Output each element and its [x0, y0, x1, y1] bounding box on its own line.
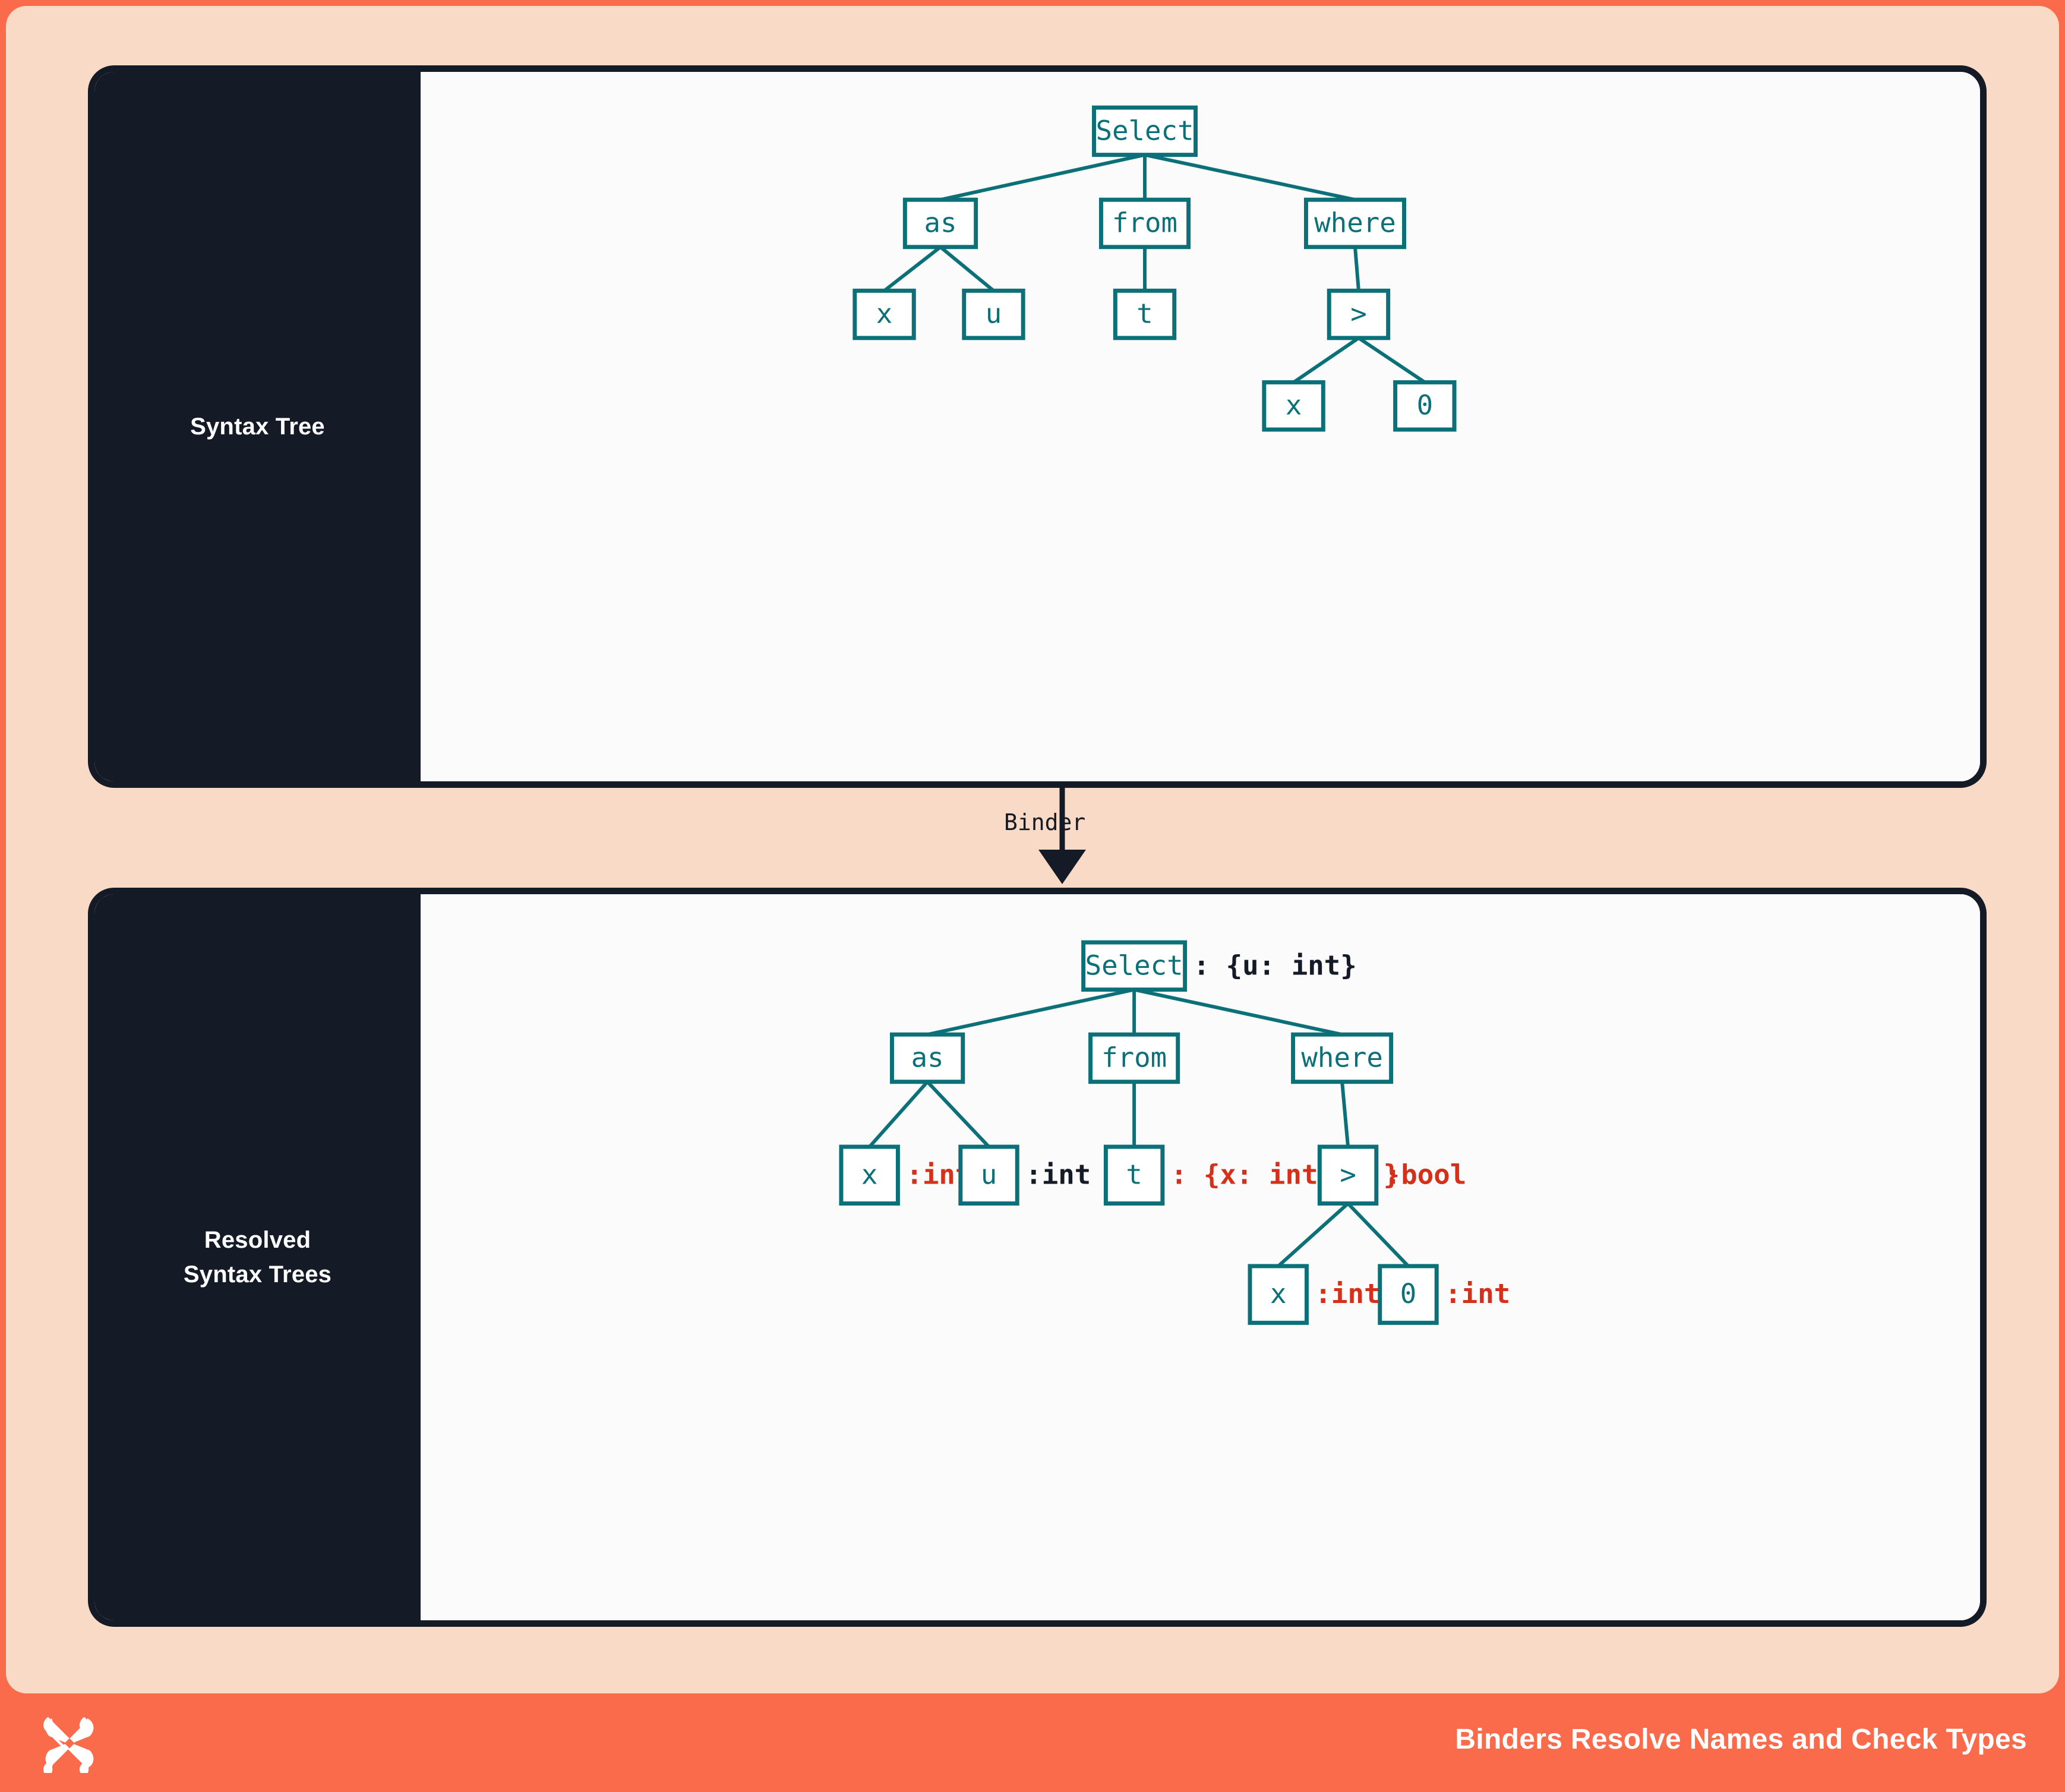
resolved-sidebar-line1: Resolved	[204, 1227, 311, 1253]
tree-node-box	[958, 1144, 1019, 1206]
tree-node-box	[1113, 288, 1177, 340]
tree-node-as[interactable]: as	[902, 197, 978, 250]
tree-node-x2[interactable]: x	[1262, 380, 1325, 432]
tree-node-label: where	[1314, 207, 1396, 238]
tree-node-type-annotation: :bool	[1385, 1159, 1467, 1190]
syntax-tree-graph: Select as from where x u t > x 0	[852, 105, 1457, 432]
tree-node-where[interactable]: where	[1291, 1032, 1394, 1084]
binder-label: Binder	[1004, 809, 1086, 835]
tree-node-select[interactable]: Select	[1092, 105, 1198, 157]
tree-edge	[1133, 988, 1343, 1037]
tree-node-box	[1081, 940, 1188, 992]
tree-node-label: x	[1270, 1278, 1287, 1310]
tree-node-label: as	[911, 1042, 944, 1073]
tree-node-zero[interactable]: 0	[1393, 380, 1457, 432]
tree-node-box	[962, 288, 1025, 340]
tree-node-gt[interactable]: > :bool	[1317, 1144, 1467, 1206]
tree-node-label: u	[981, 1159, 997, 1190]
tree-node-u[interactable]: u	[962, 288, 1025, 340]
tree-node-label: Select	[1085, 949, 1183, 981]
binder-connector	[88, 788, 1987, 888]
footer-bar: Binders Resolve Names and Check Types	[0, 1693, 2065, 1792]
tree-node-label: >	[1340, 1159, 1356, 1190]
tree-edge	[940, 153, 1145, 202]
syntax-tree-sidebar: Syntax Tree	[94, 72, 421, 781]
tree-node-label: as	[924, 207, 956, 238]
footer-title: Binders Resolve Names and Check Types	[1455, 1724, 2027, 1755]
tree-node-label: x	[876, 298, 893, 330]
tree-edge	[883, 245, 942, 292]
tree-node-label: 0	[1400, 1278, 1417, 1310]
tree-node-zero[interactable]: 0 :int	[1378, 1264, 1510, 1325]
tree-edge	[1277, 1202, 1350, 1268]
tree-node-box	[1248, 1264, 1309, 1325]
tree-edge	[868, 1080, 929, 1149]
tree-node-label: 0	[1417, 390, 1433, 421]
resolved-syntax-tree-sidebar-label: Resolved Syntax Trees	[184, 1223, 331, 1292]
tree-node-type-annotation: :int	[1315, 1278, 1380, 1310]
resolved-syntax-tree-sidebar: Resolved Syntax Trees	[94, 894, 421, 1620]
tree-node-box	[1304, 197, 1407, 250]
tree-edge	[1292, 336, 1360, 384]
tree-node-x1[interactable]: x	[852, 288, 916, 340]
tree-edge	[1346, 1202, 1410, 1267]
tree-node-x2[interactable]: x :int	[1248, 1264, 1381, 1325]
tree-node-box	[1378, 1264, 1439, 1325]
tree-node-box	[902, 197, 978, 250]
tree-node-box	[1327, 288, 1391, 340]
tree-node-type-annotation: :int	[1445, 1278, 1510, 1310]
tree-node-label: x	[861, 1159, 878, 1190]
tree-edge	[939, 245, 995, 292]
tree-edge	[1353, 247, 1360, 291]
resolved-sidebar-line2: Syntax Trees	[183, 1261, 332, 1288]
tree-edge	[1357, 336, 1426, 384]
syntax-tree-canvas: Select as from where x u t > x 0	[421, 72, 1980, 781]
tree-node-box	[1393, 380, 1457, 432]
tree-node-box	[1092, 105, 1198, 157]
tree-node-from[interactable]: from	[1098, 197, 1191, 250]
brand-x-logo-icon	[43, 1717, 94, 1773]
tree-node-box	[1098, 197, 1191, 250]
tree-node-as[interactable]: as	[889, 1032, 965, 1084]
tree-node-from[interactable]: from	[1088, 1032, 1180, 1084]
syntax-tree-sidebar-label: Syntax Tree	[190, 414, 325, 440]
tree-node-where[interactable]: where	[1304, 197, 1407, 250]
tree-node-box	[1088, 1032, 1180, 1084]
tree-node-gt[interactable]: >	[1327, 288, 1391, 340]
tree-edge	[1144, 153, 1356, 202]
tree-edge	[1340, 1081, 1350, 1147]
tree-edge	[926, 1080, 990, 1149]
tree-node-box	[1291, 1032, 1394, 1084]
syntax-tree-panel: Syntax Tree Select as from where x u t > x 0	[88, 65, 1987, 788]
tree-node-t[interactable]: t	[1113, 288, 1177, 340]
tree-node-type-annotation: :int	[1025, 1159, 1091, 1190]
tree-node-box	[1262, 380, 1325, 432]
tree-node-label: u	[986, 298, 1002, 330]
tree-node-box	[889, 1032, 965, 1084]
tree-node-type-annotation: : {u: int}	[1193, 949, 1357, 981]
tree-node-label: from	[1112, 207, 1177, 238]
tree-node-label: >	[1350, 298, 1367, 330]
tree-node-label: from	[1101, 1042, 1167, 1073]
tree-node-u[interactable]: u :int	[958, 1144, 1091, 1206]
tree-node-label: where	[1301, 1042, 1383, 1073]
tree-node-x1[interactable]: x:int	[839, 1144, 971, 1206]
tree-node-box	[839, 1144, 900, 1206]
tree-node-box	[1103, 1144, 1165, 1206]
tree-node-label: t	[1126, 1159, 1142, 1190]
binder-arrow-icon	[1038, 788, 1086, 884]
resolved-syntax-tree-panel: Resolved Syntax Trees Select : {u: int} as…	[88, 888, 1987, 1627]
tree-node-label: x	[1286, 390, 1302, 421]
tree-node-label: Select	[1095, 115, 1193, 146]
tree-node-box	[852, 288, 916, 340]
tree-edge	[927, 988, 1135, 1037]
tree-node-box	[1317, 1144, 1379, 1206]
tree-node-select[interactable]: Select : {u: int}	[1081, 940, 1357, 992]
tree-node-label: t	[1136, 298, 1153, 330]
